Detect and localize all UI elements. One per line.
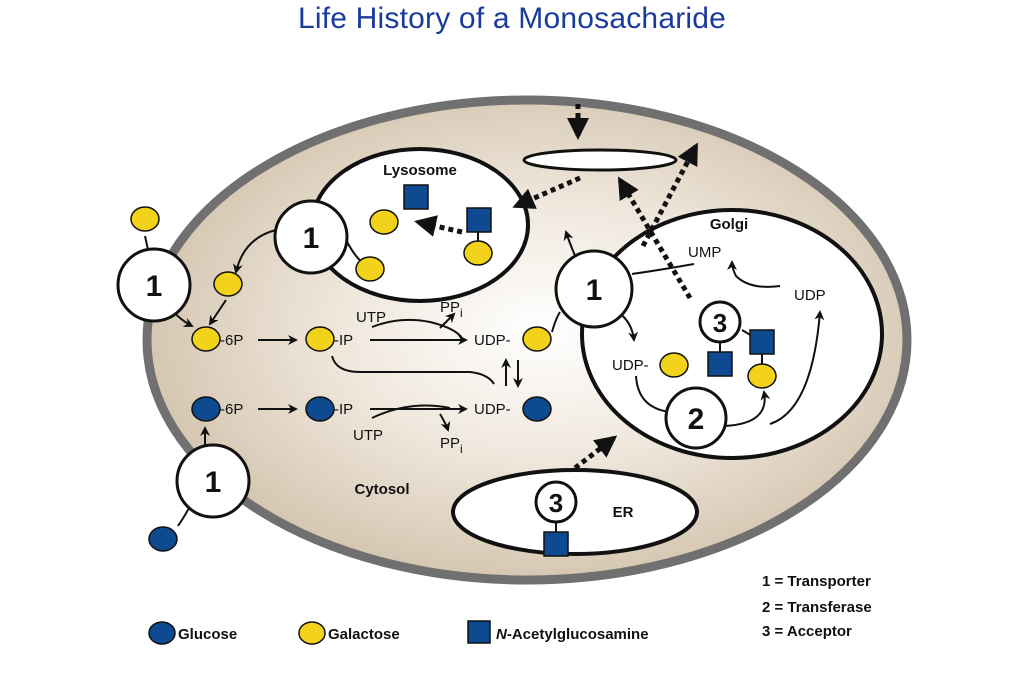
glcnac-icon [543, 531, 569, 557]
udp-label: UDP- [474, 332, 511, 349]
key-transporter: 1 = Transporter [762, 573, 871, 590]
transporter-golgi [554, 249, 634, 329]
galactose-icon [369, 209, 399, 235]
acceptor-circle-er [534, 480, 578, 524]
transporter-number: 1 [586, 274, 603, 307]
utp-label: UTP [353, 427, 383, 444]
legend-glcnac-icon [467, 620, 491, 644]
legend-galactose-label: Galactose [328, 626, 400, 643]
glcnac-icon [707, 351, 733, 377]
transporter-plasma-glc [175, 443, 251, 519]
galactose-icon [213, 271, 243, 297]
acceptor-circle-golgi [698, 300, 742, 344]
transporter-lysosome [273, 199, 349, 275]
glcnac-icon [403, 184, 429, 210]
key-acceptor: 3 = Acceptor [762, 623, 852, 640]
er-label: ER [613, 504, 634, 521]
number-key: 1 = Transporter 2 = Transferase 3 = Acce… [762, 573, 872, 640]
udp-label: UDP- [474, 401, 511, 418]
glcnac-icon [466, 207, 492, 233]
transporter-number: 1 [303, 222, 320, 255]
transporter-number: 1 [146, 270, 163, 303]
cytosol-label: Cytosol [354, 481, 409, 498]
six-phosphate-label: -6P [220, 401, 243, 418]
lysosome-label: Lysosome [383, 162, 457, 179]
six-phosphate-label: -6P [220, 332, 243, 349]
galactose-icon [522, 326, 552, 352]
udp-label: UDP- [612, 357, 649, 374]
key-transferase: 2 = Transferase [762, 599, 872, 616]
transferase-circle [664, 386, 728, 450]
glcnac-molecules [403, 184, 775, 557]
transporter-circles [116, 199, 742, 524]
page-title: Life History of a Monosacharide [297, 2, 727, 35]
galactose-molecules [130, 206, 777, 389]
galactose-icon [130, 206, 160, 232]
plasma-membrane-vesicle [522, 148, 678, 172]
one-phosphate-label: -IP [334, 401, 353, 418]
galactose-icon [463, 240, 493, 266]
galactose-icon [305, 326, 335, 352]
transporter-number: 1 [205, 466, 222, 499]
transferase-number: 2 [688, 403, 705, 436]
pyrophosphate-label: PPi [440, 435, 463, 456]
glcnac-icon [749, 329, 775, 355]
galactose-icon [191, 326, 221, 352]
galactose-icon [355, 256, 385, 282]
legend-glucose-label: Glucose [178, 626, 237, 643]
galactose-icon [659, 352, 689, 378]
legend-glcnac-label: N-Acetylglucosamine [496, 626, 649, 643]
udp-label: UDP [794, 287, 826, 304]
acceptor-number: 3 [549, 488, 563, 518]
legend: Glucose Galactose N-Acetylglucosamine [148, 620, 649, 645]
acceptor-number: 3 [713, 308, 727, 338]
glucose-icon [522, 396, 552, 422]
galactose-icon [747, 363, 777, 389]
legend-galactose-icon [298, 621, 326, 645]
one-phosphate-label: -IP [334, 332, 353, 349]
ump-label: UMP [688, 244, 721, 261]
transporter-plasma-gal [116, 247, 192, 323]
legend-glucose-icon [148, 621, 176, 645]
glucose-molecules [148, 396, 552, 552]
utp-label: UTP [356, 309, 386, 326]
glucose-icon [191, 396, 221, 422]
vesicle-traffic-arrows [414, 104, 699, 470]
golgi-label: Golgi [710, 216, 748, 233]
glucose-icon [148, 526, 178, 552]
pyrophosphate-label: PPi [440, 299, 463, 320]
glucose-icon [305, 396, 335, 422]
